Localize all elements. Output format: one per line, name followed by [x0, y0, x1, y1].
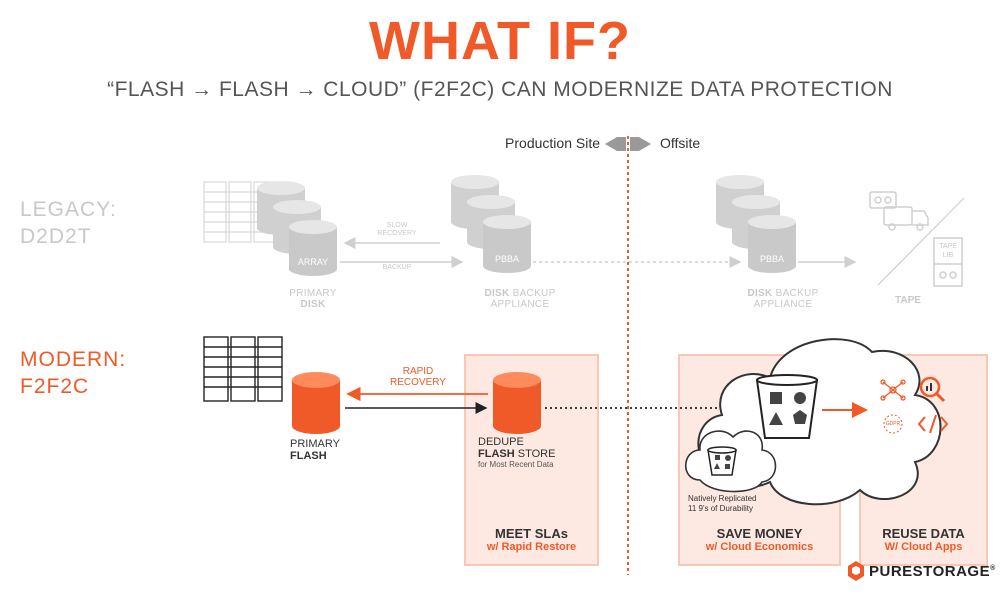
gdpr-label: GDPR	[885, 421, 901, 427]
gdpr-icon	[883, 414, 903, 434]
pure-storage-logo: PURESTORAGE®	[869, 563, 996, 580]
slow-recovery-label: SLOW RECOVERY	[377, 222, 417, 237]
tape-lib-label: TAPE LIB	[939, 243, 957, 259]
array-label: ARRAY	[297, 257, 329, 267]
offsite-disk-backup-appliance-label: DISK BACKUP APPLIANCE	[747, 288, 819, 310]
code-icon	[917, 414, 949, 434]
search-analytics-icon	[919, 376, 946, 403]
arrow-left-icon	[605, 137, 617, 151]
small-bucket-icon	[707, 446, 737, 476]
tape-label: TAPE	[895, 295, 921, 306]
modern-server-rack-icon	[203, 336, 283, 402]
dedupe-flash-store-label: DEDUPE FLASH STORE for Most Recent Data	[478, 436, 556, 469]
legacy-pbba-cylinders-icon	[451, 175, 531, 273]
backup-label: BACKUP	[382, 264, 412, 271]
replication-note: Natively Replicated 11 9's of Durability	[688, 494, 757, 513]
modern-row-label: MODERN: F2F2C	[20, 348, 127, 398]
page-title: WHAT IF?	[369, 11, 631, 71]
page-subtitle: “FLASH → FLASH → CLOUD” (F2F2C) CAN MODE…	[107, 78, 893, 101]
dedupe-flash-cylinder-icon	[493, 372, 541, 434]
pbba-offsite-label: PBBA	[759, 254, 784, 264]
pure-storage-logo-icon	[848, 561, 864, 581]
meet-slas-caption: MEET SLAs w/ Rapid Restore	[486, 526, 577, 553]
save-money-caption: SAVE MONEY w/ Cloud Economics	[705, 526, 814, 553]
reuse-data-caption: REUSE DATA W/ Cloud Apps	[882, 526, 965, 553]
pbba-label: PBBA	[494, 254, 519, 264]
production-site-label: Production Site	[505, 135, 600, 151]
rapid-recovery-label: RAPID RECOVERY	[390, 366, 446, 388]
tape-truck-icon	[869, 191, 929, 231]
tape-library-icon	[933, 237, 963, 287]
arrow-right-icon	[639, 137, 651, 151]
tape-divider	[877, 197, 965, 286]
legacy-array-cylinders-icon	[257, 181, 337, 276]
primary-flash-cylinder-icon	[292, 372, 340, 434]
primary-disk-label: PRIMARY DISK	[289, 288, 337, 310]
primary-flash-label: PRIMARY FLASH	[290, 438, 340, 462]
legacy-offsite-pbba-cylinders-icon	[716, 175, 796, 273]
analytics-network-icon	[880, 379, 906, 401]
object-bucket-icon	[755, 374, 819, 439]
offsite-label: Offsite	[660, 135, 701, 151]
disk-backup-appliance-label: DISK BACKUP APPLIANCE	[484, 288, 556, 310]
legacy-row-label: LEGACY: D2D2T	[20, 198, 117, 248]
